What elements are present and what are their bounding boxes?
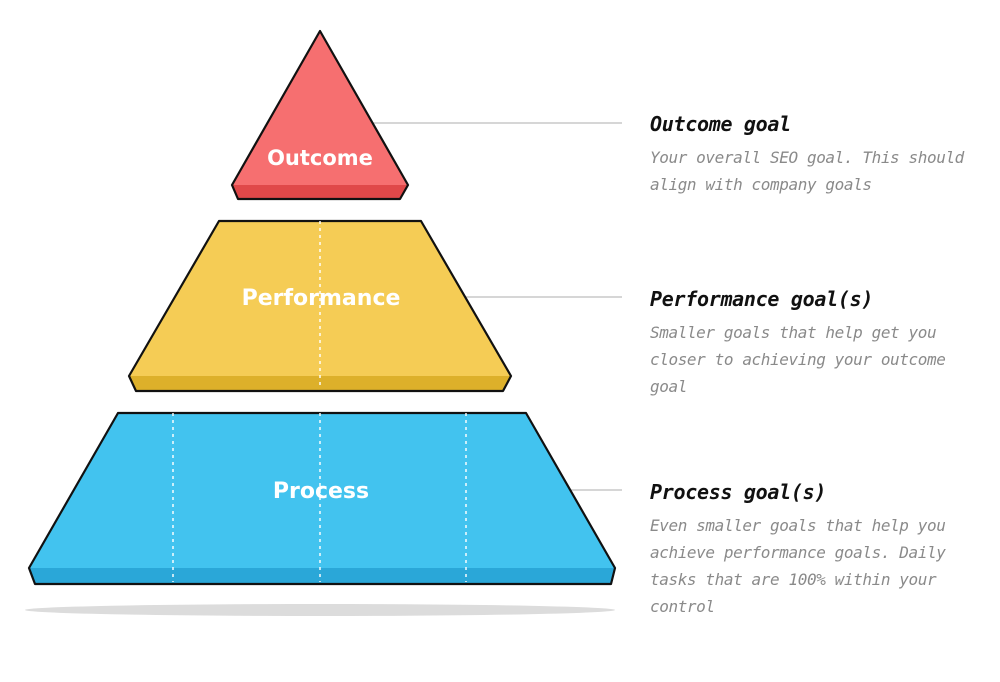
tier-outcome-outline [230, 29, 410, 201]
tier-process-face [29, 413, 615, 568]
tier-outcome-label: Outcome [267, 146, 373, 170]
outcome-goal-description: Outcome goal Your overall SEO goal. This… [650, 112, 990, 198]
tier-process-label: Process [273, 479, 369, 504]
tier-process-outline [27, 411, 617, 586]
process-goal-line: tasks that are 100% within your [650, 570, 937, 589]
performance-goal-text: Smaller goals that help get you closer t… [650, 319, 990, 400]
process-goal-title: Process goal(s) [650, 480, 827, 504]
tier-performance-outline [127, 219, 513, 393]
tier-performance-label: Performance [242, 286, 401, 311]
process-goal-line: control [650, 597, 715, 616]
process-goal-line: Even smaller goals that help you [650, 516, 946, 535]
performance-goal-line: Smaller goals that help get you [650, 323, 937, 342]
process-goal-description: Process goal(s) Even smaller goals that … [650, 480, 990, 620]
outcome-goal-line: align with company goals [650, 175, 872, 194]
tier-outcome-shadow [232, 185, 408, 199]
tier-performance: Performance [127, 219, 513, 393]
pyramid-floor-shadow [25, 604, 615, 616]
performance-goal-line: goal [650, 377, 687, 396]
tier-process: Process [27, 411, 617, 586]
process-goal-text: Even smaller goals that help you achieve… [650, 512, 990, 620]
tier-process-shadow [29, 568, 615, 584]
performance-goal-description: Performance goal(s) Smaller goals that h… [650, 287, 990, 400]
performance-goal-line: closer to achieving your outcome [650, 350, 946, 369]
process-goal-line: achieve performance goals. Daily [650, 543, 946, 562]
outcome-goal-line: Your overall SEO goal. This should [650, 148, 964, 167]
outcome-goal-text: Your overall SEO goal. This should align… [650, 144, 990, 198]
performance-goal-title: Performance goal(s) [650, 287, 874, 311]
tier-outcome-face [232, 31, 408, 185]
tier-outcome: Outcome [230, 29, 410, 201]
outcome-goal-title: Outcome goal [650, 112, 791, 136]
